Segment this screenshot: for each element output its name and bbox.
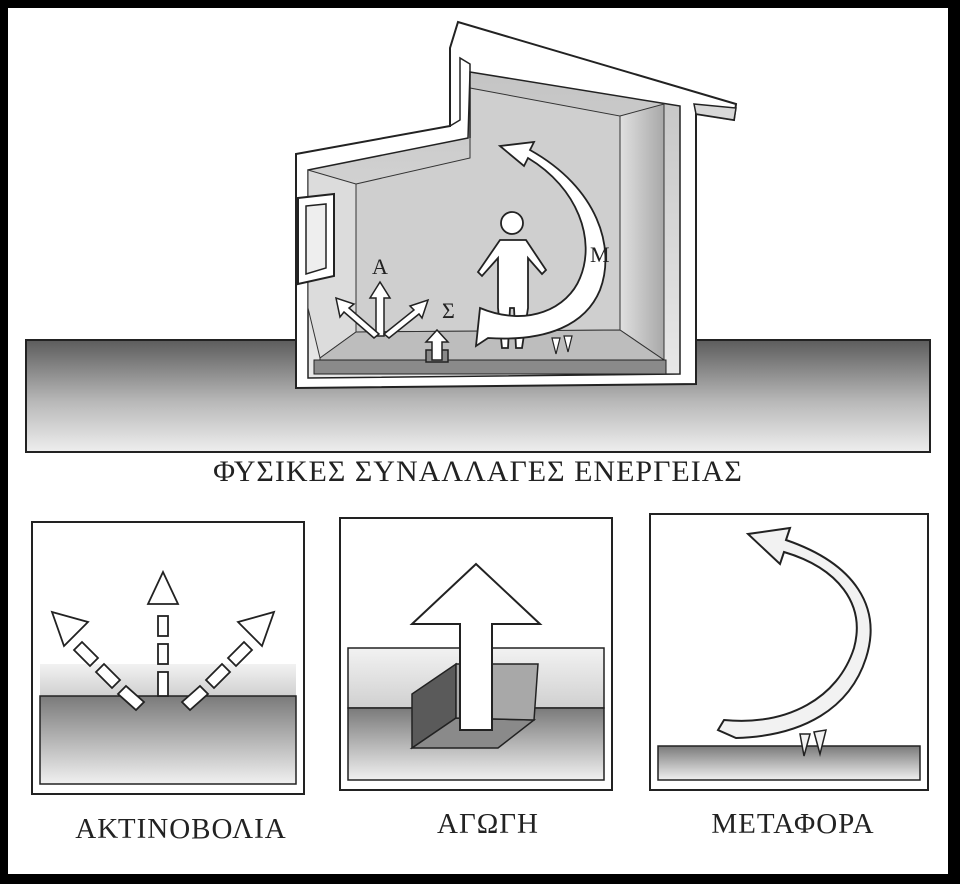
person-figure: [476, 211, 548, 349]
radiation-caption: ΑΚΤΙΝΟΒΟΛΙΑ: [75, 813, 287, 845]
convection-letter: M: [590, 242, 610, 267]
conduction-letter: Σ: [442, 298, 455, 323]
convection-caption: ΜΕΤΑΦΟΡΑ: [711, 808, 875, 840]
house-conduction-arrow: [424, 328, 450, 363]
diagram-frame: A Σ M: [8, 8, 948, 874]
convection-panel: [649, 513, 929, 791]
radiation-panel: [31, 521, 305, 795]
radiation-letter: A: [372, 254, 388, 279]
energy-exchange-diagram: A Σ M: [25, 20, 931, 795]
house-radiation-arrows: [334, 280, 430, 339]
conduction-panel: [339, 517, 613, 791]
main-title: ΦΥΣΙΚΕΣ ΣΥΝΑΛΛΑΓΕΣ ΕΝΕΡΓΕΙΑΣ: [213, 455, 743, 488]
conduction-caption: ΑΓΩΓΗ: [437, 808, 539, 840]
house-convection-arrow: [474, 140, 607, 355]
